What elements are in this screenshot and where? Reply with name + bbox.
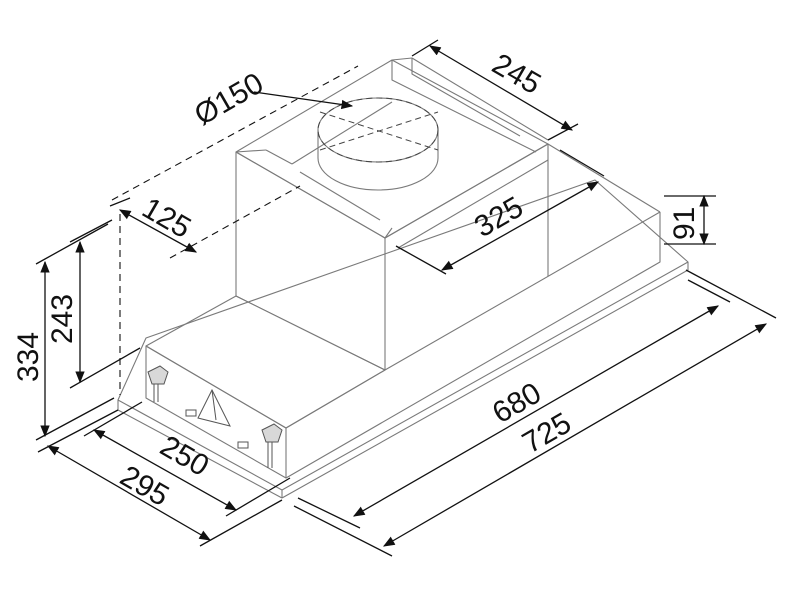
- dimension-lines: [35, 39, 777, 557]
- label-total-height: 334: [12, 332, 45, 382]
- left-bracket-icon: [147, 365, 169, 385]
- base-plate: [117, 179, 689, 491]
- duct-collar: [317, 97, 439, 191]
- label-canopy-height: 91: [668, 207, 701, 240]
- reference-dashes: [111, 65, 359, 395]
- chimney-front: [235, 151, 386, 371]
- label-body-height: 243: [46, 294, 79, 344]
- label-total-depth: 295: [115, 459, 175, 513]
- label-duct-diameter: Ø150: [189, 67, 269, 132]
- label-body-depth: 250: [155, 429, 215, 483]
- dimension-labels: Ø150 245 125 325 91 243 334 680 725 250 …: [12, 47, 701, 513]
- lower-box-top: [145, 295, 386, 429]
- front-controls: [147, 365, 283, 468]
- label-chimney-offset: 125: [137, 191, 197, 245]
- label-chimney-width: 325: [469, 190, 529, 244]
- label-chimney-depth: 245: [487, 47, 547, 101]
- light-filter-icon: [197, 388, 231, 427]
- right-bracket-icon: [261, 423, 283, 443]
